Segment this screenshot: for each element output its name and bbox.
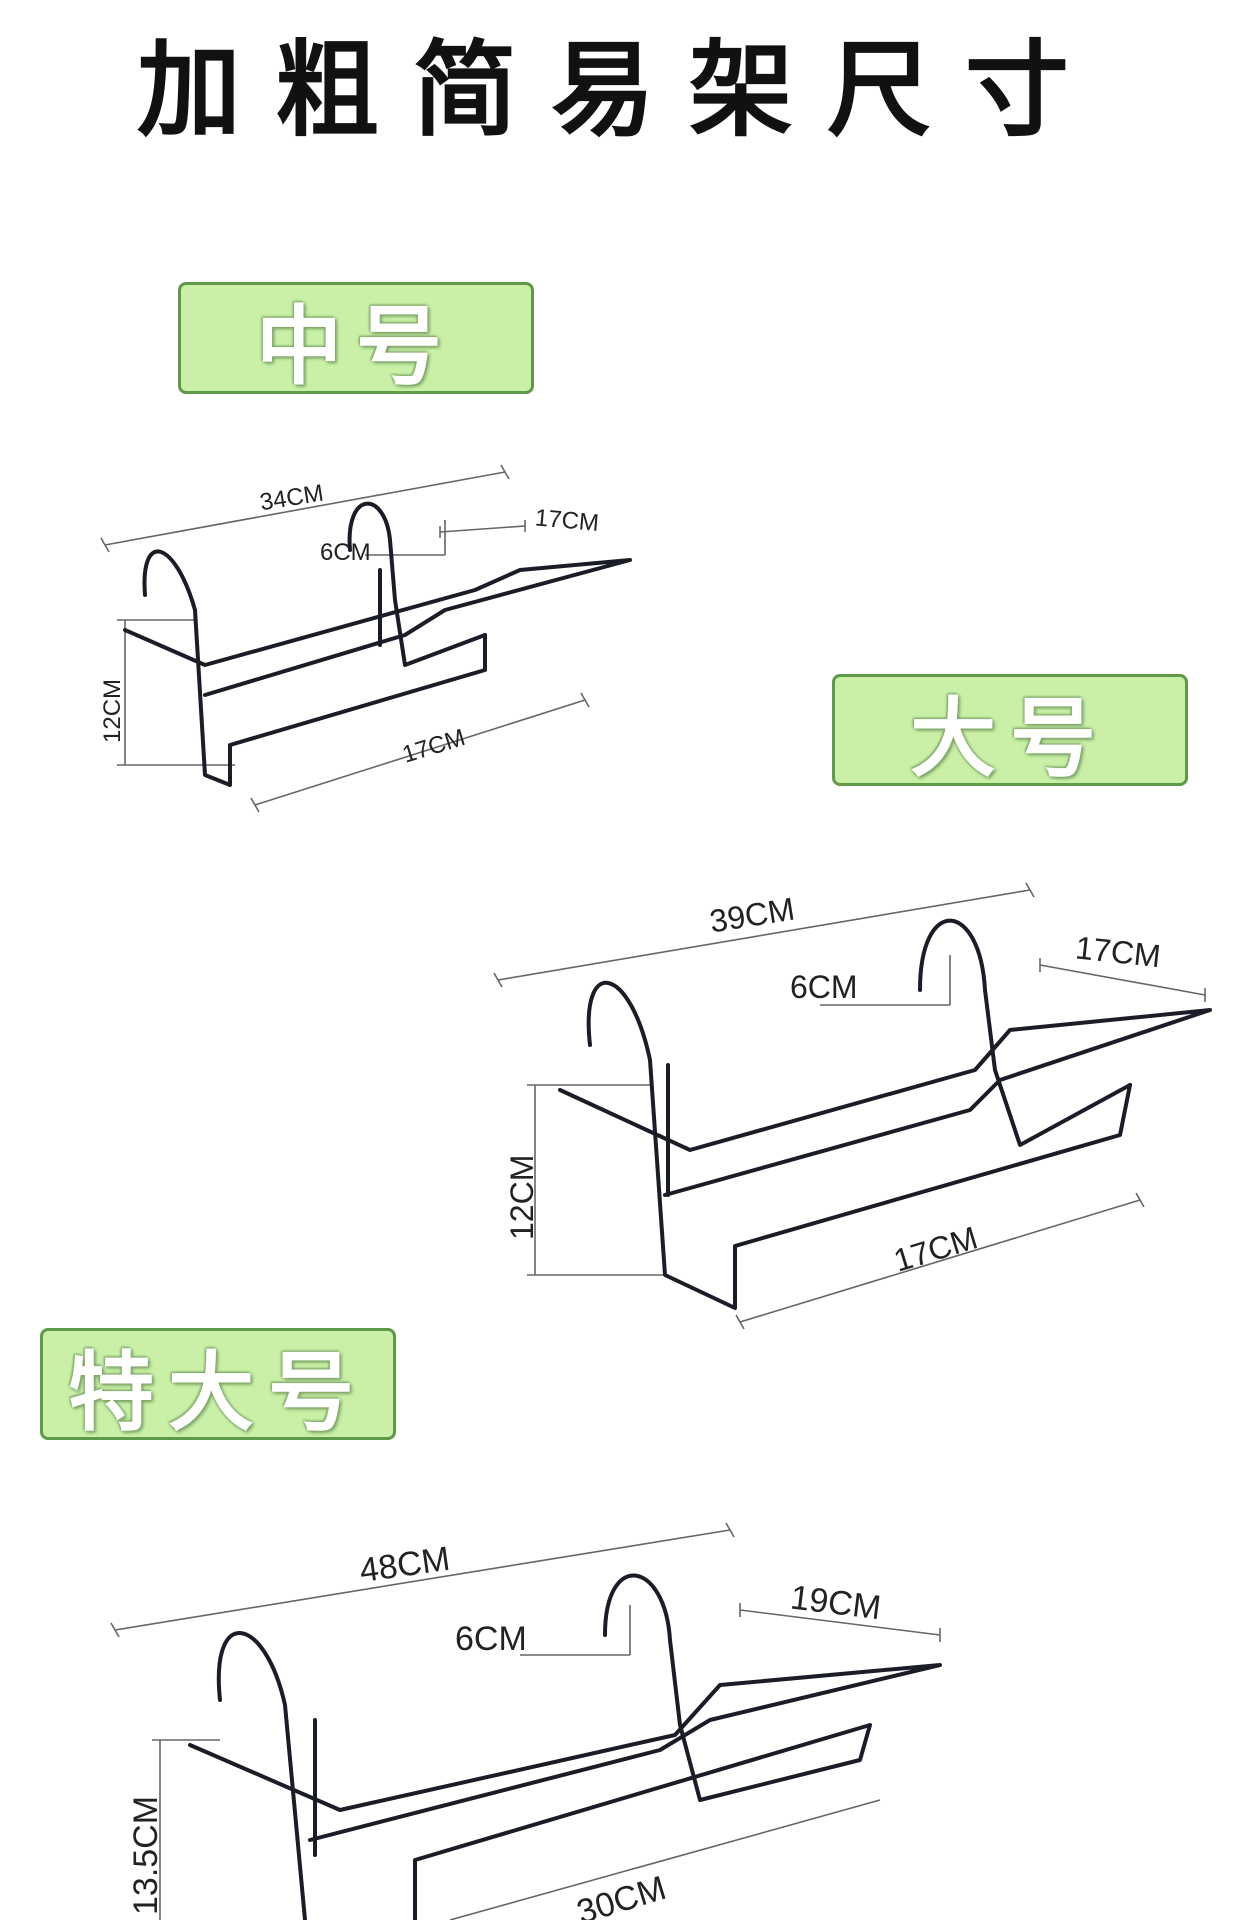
top-depth-label: 19CM xyxy=(788,1579,883,1628)
dimension-lines xyxy=(100,464,590,813)
rack-diagram-extra-large: 48CM 6CM 19CM 13.5CM 30CM xyxy=(110,1522,942,1920)
hook-label: 6CM xyxy=(790,969,858,1005)
size-badge-large: 大号 xyxy=(832,674,1188,789)
top-depth-label: 17CM xyxy=(1074,929,1163,974)
rack-wire xyxy=(188,1573,942,1920)
size-badge-extra-large: 特大号 xyxy=(40,1328,396,1443)
height-label: 12CM xyxy=(504,1155,540,1240)
bottom-depth-label: 17CM xyxy=(399,724,468,769)
rack-wire xyxy=(123,501,632,787)
rack-wire xyxy=(558,918,1212,1310)
width-label: 48CM xyxy=(357,1540,452,1590)
size-label: 大号 xyxy=(910,687,1110,789)
hook-label: 6CM xyxy=(455,1620,527,1658)
top-depth-label: 17CM xyxy=(534,504,600,536)
rack-diagram-medium: 34CM 6CM 17CM 12CM 17CM xyxy=(99,464,632,813)
page-title: 加粗简易架尺寸 xyxy=(136,28,1103,151)
height-label: 13.5CM xyxy=(127,1796,165,1915)
size-label: 中号 xyxy=(256,295,456,397)
dimension-lines xyxy=(493,882,1206,1330)
hook-label: 6CM xyxy=(320,539,371,566)
size-label: 特大号 xyxy=(68,1341,368,1443)
bottom-depth-label: 17CM xyxy=(890,1219,982,1278)
rack-diagram-large: 39CM 6CM 17CM 12CM 17CM xyxy=(493,882,1212,1330)
size-badge-medium: 中号 xyxy=(178,282,534,397)
bottom-depth-label: 30CM xyxy=(573,1869,671,1920)
width-label: 34CM xyxy=(258,480,325,517)
dimension-lines xyxy=(110,1522,941,1920)
height-label: 12CM xyxy=(99,679,126,743)
